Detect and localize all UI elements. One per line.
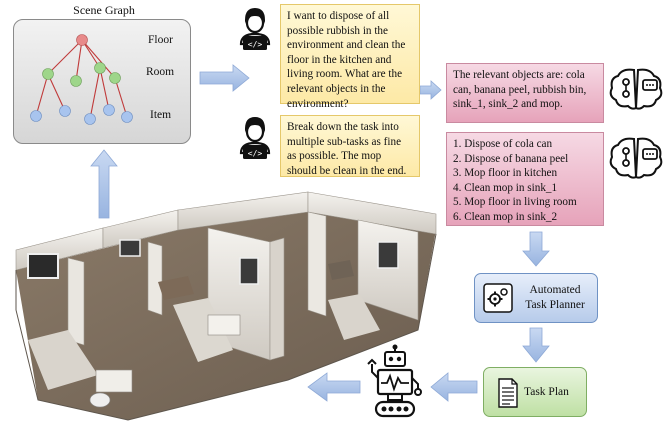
subtask-item: 3. Mop floor in kitchen xyxy=(453,167,558,180)
graph-node-item xyxy=(121,111,133,123)
arrow-graph-to-prompt xyxy=(199,64,250,92)
level-floor-label: Floor xyxy=(148,34,173,46)
arrow-robot-to-scene xyxy=(307,372,361,402)
graph-node-room xyxy=(109,72,121,84)
llm-response-line: The relevant objects are: cola xyxy=(453,69,585,81)
llm-response-objects: The relevant objects are: cola can, bana… xyxy=(446,63,604,123)
graph-node-floor xyxy=(76,34,88,46)
llm-response-subtasks: 1. Dispose of cola can 2. Dispose of ban… xyxy=(446,132,604,226)
gears-icon xyxy=(483,283,513,313)
subtask-item: 2. Dispose of banana peel xyxy=(453,152,569,165)
graph-node-item xyxy=(84,113,96,125)
arrow-prompt-to-llm xyxy=(419,80,442,100)
person-coder-icon: </> xyxy=(239,8,271,50)
arrow-subtasks-to-planner xyxy=(522,231,550,267)
task-planner-box: Automated Task Planner xyxy=(474,273,598,323)
subtask-item: 1. Dispose of cola can xyxy=(453,138,553,150)
arrow-scene-to-graph xyxy=(90,149,118,219)
user-message-1: I want to dispose of all possible rubbis… xyxy=(280,4,420,110)
llm-response-line: can, banana peel, rubbish bin, xyxy=(453,83,587,96)
subtask-item: 4. Clean mop in sink_1 xyxy=(453,181,558,194)
person-coder-icon: </> xyxy=(239,117,271,159)
graph-node-room xyxy=(94,62,106,74)
graph-node-item xyxy=(103,104,115,116)
brain-chat-icon xyxy=(609,137,663,179)
subtask-item: 6. Clean mop in sink_2 xyxy=(453,210,558,223)
scene-graph-panel: Floor Room Item xyxy=(13,19,191,144)
document-icon xyxy=(498,378,518,408)
llm-response-line: sink_1, sink_2 and mop. xyxy=(453,98,563,111)
scene-graph-title: Scene Graph xyxy=(73,3,135,17)
graph-node-room xyxy=(42,68,54,80)
brain-chat-icon xyxy=(609,68,663,110)
task-plan-box: Task Plan xyxy=(483,367,587,417)
svg-text:</>: </> xyxy=(248,40,263,49)
graph-node-item xyxy=(59,105,71,117)
user-message-2: Break down the task into multiple sub-ta… xyxy=(280,115,420,177)
scene-graph-tree xyxy=(30,34,133,125)
house-3d-scene xyxy=(15,191,437,421)
robot-icon xyxy=(367,344,422,418)
graph-node-item xyxy=(30,110,42,122)
planner-label-line2: Task Planner xyxy=(525,299,585,311)
level-room-label: Room xyxy=(146,66,175,78)
planner-label-line1: Automated xyxy=(529,284,581,296)
arrow-planner-to-plan xyxy=(522,327,550,363)
level-item-label: Item xyxy=(150,109,172,121)
subtask-item: 5. Mop floor in living room xyxy=(453,196,577,209)
arrow-plan-to-robot xyxy=(430,372,478,402)
svg-text:</>: </> xyxy=(248,149,263,158)
graph-node-room xyxy=(70,75,82,87)
task-plan-label: Task Plan xyxy=(524,386,569,398)
